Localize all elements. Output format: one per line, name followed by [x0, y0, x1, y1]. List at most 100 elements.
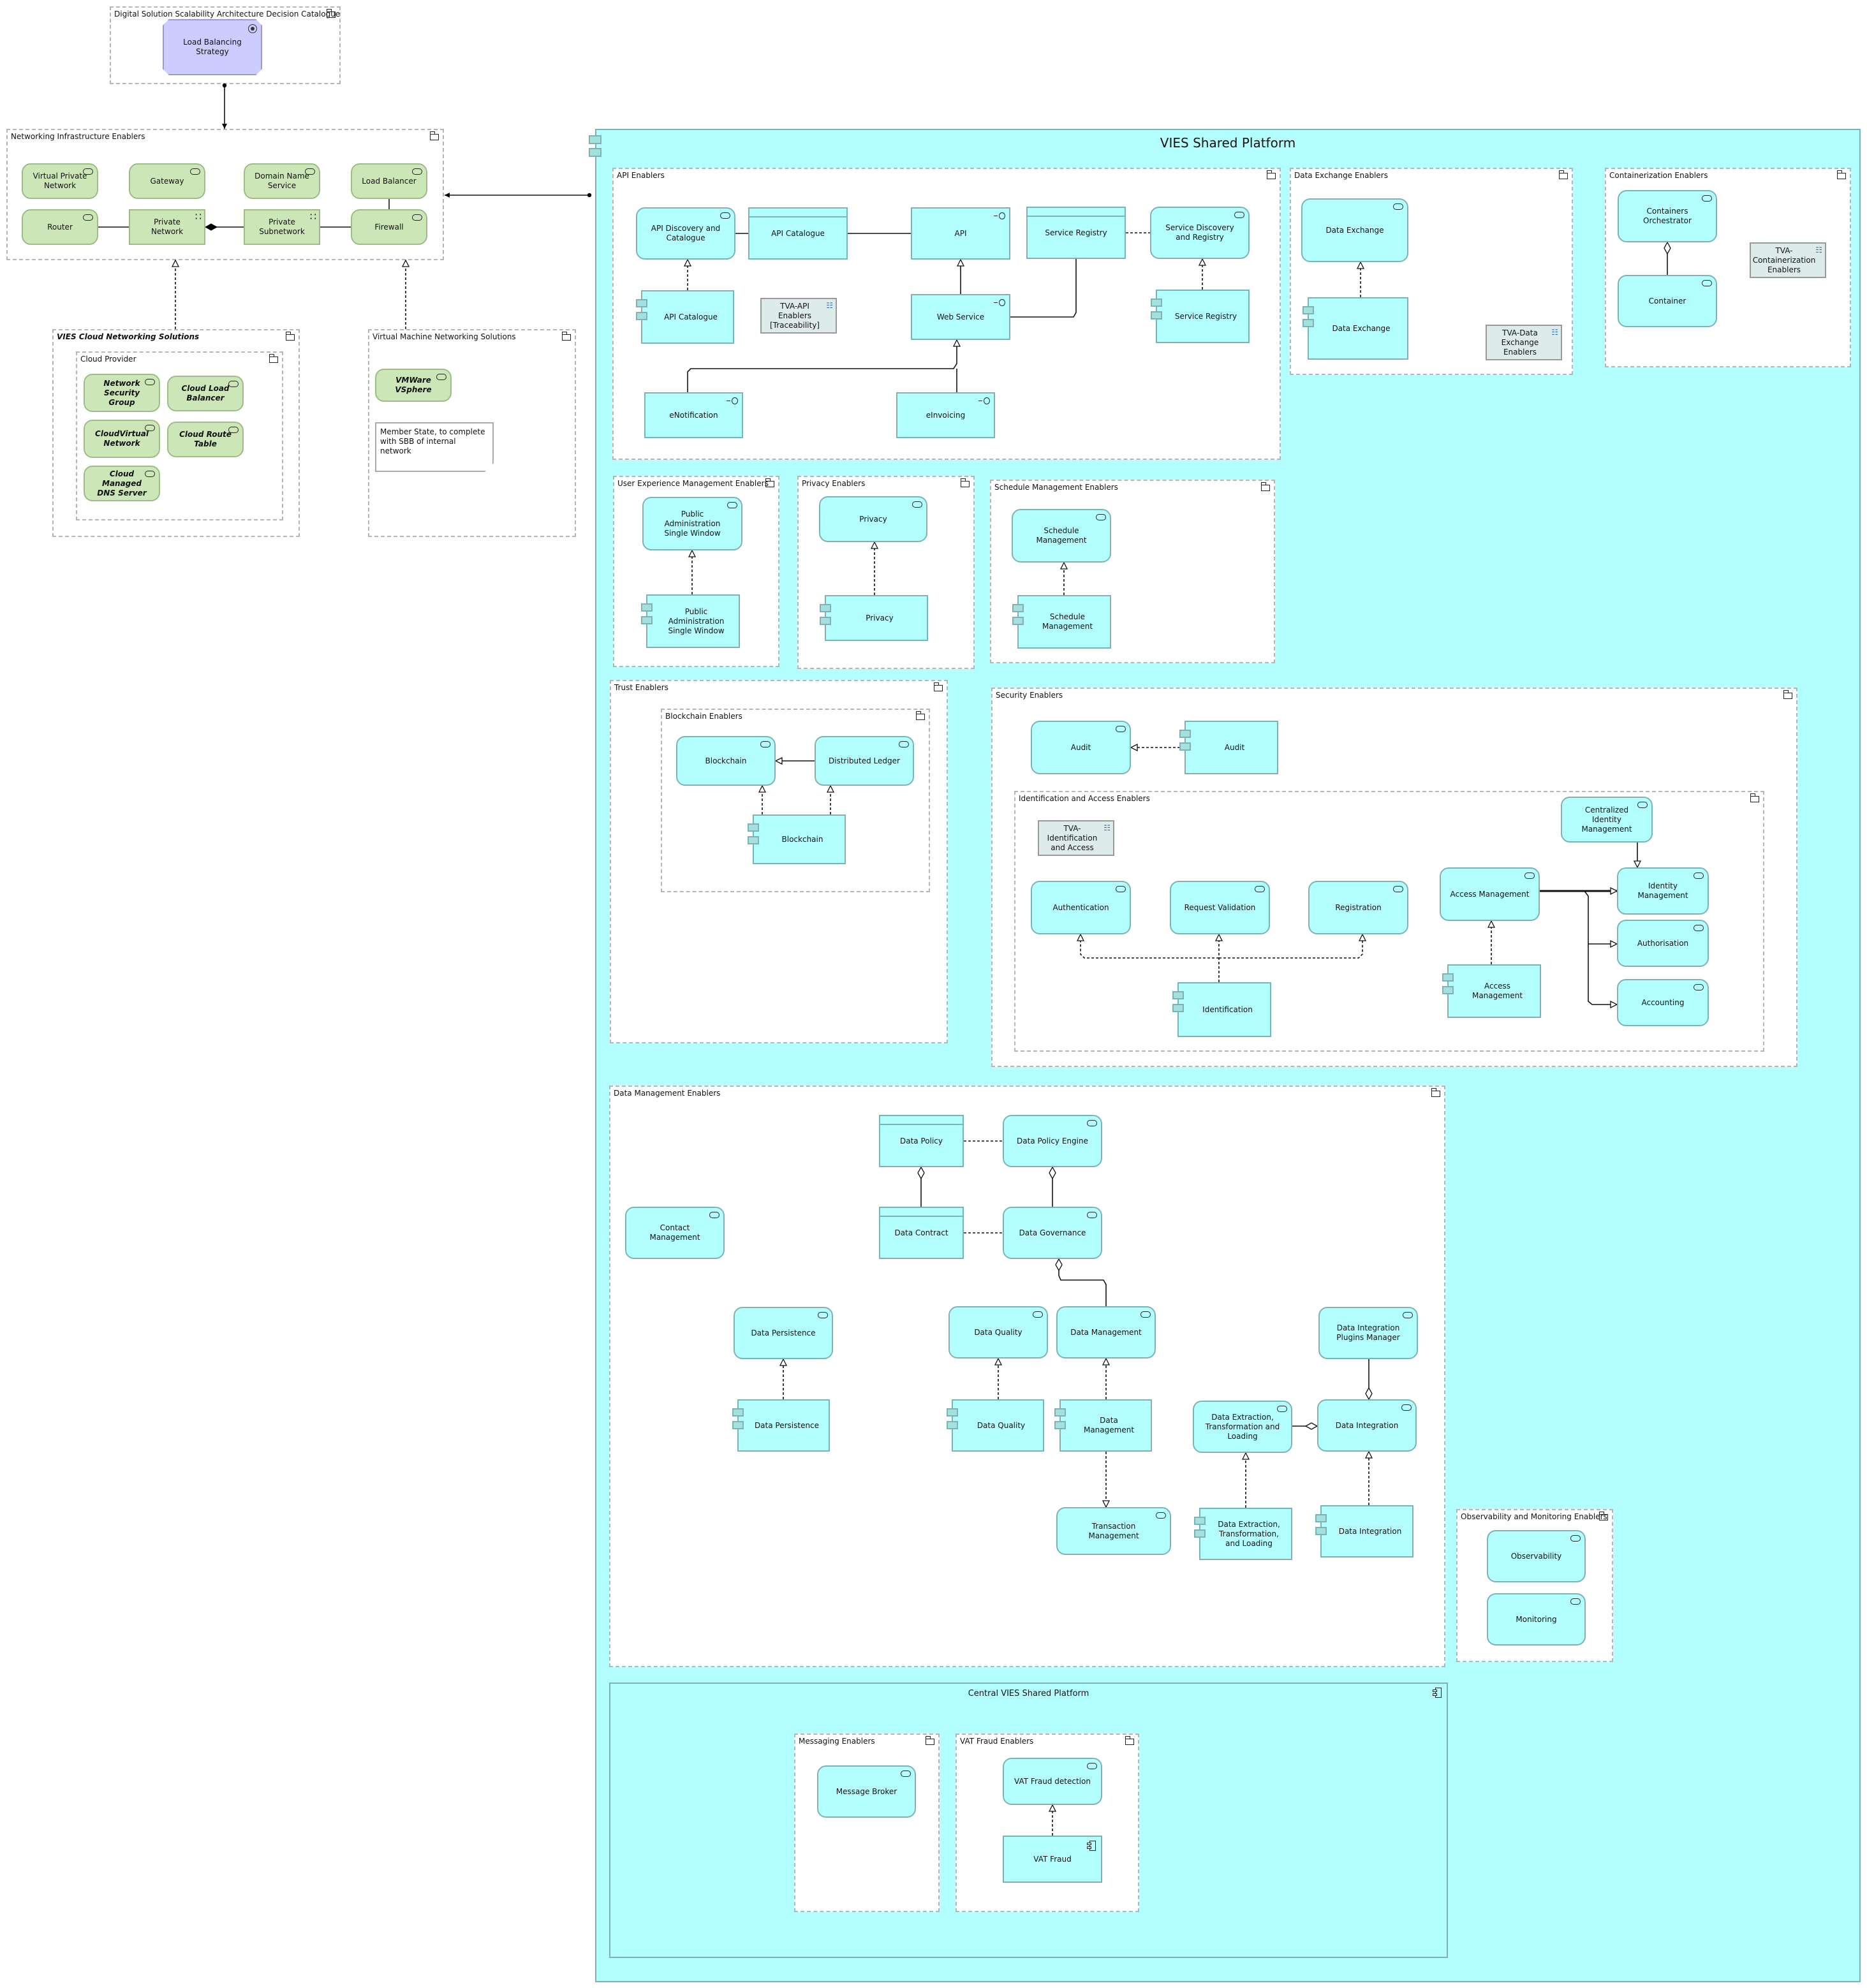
messaging-enablers-group[interactable]: Messaging Enablers [794, 1734, 940, 1912]
data-exchange-comp-element[interactable]: Data Exchange [1302, 297, 1408, 360]
data-integration-comp-element[interactable]: Data Integration [1315, 1505, 1413, 1557]
vmware-vsphere-element[interactable]: VMWare VSphere [375, 369, 452, 402]
blockchain-svc-element[interactable]: Blockchain [676, 736, 776, 786]
component-tab-icon [1179, 742, 1191, 751]
authentication-element[interactable]: Authentication [1031, 881, 1131, 934]
gateway-element[interactable]: Gateway [129, 163, 205, 199]
network-security-group-element[interactable]: Network Security Group [84, 374, 160, 412]
service-registry-comp-element[interactable]: Service Registry [1151, 290, 1250, 343]
container-element[interactable]: Container [1618, 275, 1717, 327]
domain-name-service-element[interactable]: Domain Name Service [244, 163, 320, 199]
data-management-svc-element[interactable]: Data Management [1056, 1306, 1156, 1358]
member-state-note-element[interactable]: Member State, to complete with SBB of in… [375, 422, 494, 472]
message-broker-element[interactable]: Message Broker [817, 1765, 916, 1818]
observability-element[interactable]: Observability [1487, 1530, 1586, 1582]
blockchain-comp-element[interactable]: Blockchain [748, 814, 846, 864]
monitoring-element[interactable]: Monitoring [1487, 1593, 1586, 1646]
tva-containerization-element[interactable]: TVA-Containerization Enablers☷ [1750, 242, 1826, 278]
cloudvirtual-network-element[interactable]: CloudVirtual Network [84, 420, 160, 458]
api-element[interactable]: API [911, 207, 1010, 260]
service-registry-data-element[interactable]: Service Registry [1026, 207, 1126, 259]
distributed-ledger-element[interactable]: Distributed Ledger [815, 736, 914, 786]
pasw-comp-element[interactable]: Public Administration Single Window [641, 594, 740, 648]
schedule-comp-element[interactable]: Schedule Management [1012, 595, 1111, 649]
einvoicing-element[interactable]: eInvoicing [896, 392, 995, 438]
tva-idaccess-element[interactable]: TVA-Identification and Access☷ [1038, 820, 1114, 856]
api-catalogue-comp-element[interactable]: API Catalogue [636, 290, 734, 344]
data-quality-comp-element[interactable]: Data Quality [947, 1399, 1044, 1452]
api-catalogue-data-element[interactable]: API Catalogue [748, 207, 848, 260]
data-management-comp-element[interactable]: Data Management [1054, 1399, 1152, 1452]
identity-mgmt-element[interactable]: Identity Management [1617, 867, 1709, 915]
group-label: Blockchain Enablers [665, 712, 742, 721]
router-element[interactable]: Router [22, 209, 98, 245]
component-icon [1433, 1688, 1442, 1698]
transaction-mgmt-element[interactable]: Transaction Management [1056, 1507, 1171, 1555]
vat-fraud-element[interactable]: VAT Fraud [1003, 1836, 1102, 1883]
containers-orchestrator-element[interactable]: Containers Orchestrator [1618, 190, 1717, 242]
firewall-element[interactable]: Firewall [351, 209, 427, 245]
access-mgmt-comp-element[interactable]: Access Management [1442, 964, 1541, 1018]
cloud-route-table-element[interactable]: Cloud Route Table [167, 422, 244, 457]
data-exchange-svc-element[interactable]: Data Exchange [1301, 198, 1408, 262]
accounting-element[interactable]: Accounting [1617, 979, 1709, 1026]
etl-svc-element[interactable]: Data Extraction, Transformation and Load… [1193, 1401, 1292, 1453]
data-integration-svc-element[interactable]: Data Integration [1317, 1399, 1417, 1452]
private-network-element[interactable]: Private Network∷ [129, 209, 205, 245]
element-label: Service Registry [1045, 228, 1107, 237]
private-subnetwork-element[interactable]: Private Subnetwork∷ [244, 209, 320, 245]
service-icon [899, 741, 909, 747]
cloud-managed-dns-element[interactable]: Cloud Managed DNS Server [84, 466, 160, 501]
authorisation-element[interactable]: Authorisation [1617, 920, 1709, 967]
data-governance-element[interactable]: Data Governance [1003, 1207, 1102, 1259]
tva-data-exchange-element[interactable]: TVA-Data Exchange Enablers☷ [1486, 325, 1562, 360]
element-label: Cloud Route Table [179, 430, 232, 448]
audit-svc-element[interactable]: Audit [1031, 721, 1131, 774]
audit-comp-element[interactable]: Audit [1179, 721, 1278, 774]
folder-icon [1750, 793, 1759, 802]
data-persistence-comp-element[interactable]: Data Persistence [732, 1399, 830, 1452]
folder-icon [1125, 1736, 1134, 1745]
virtual-private-network-element[interactable]: Virtual Private Network [22, 163, 98, 199]
data-persistence-svc-element[interactable]: Data Persistence [734, 1307, 833, 1359]
enotification-element[interactable]: eNotification [644, 392, 743, 438]
access-mgmt-svc-element[interactable]: Access Management [1440, 867, 1540, 921]
service-icon [145, 425, 155, 431]
registration-element[interactable]: Registration [1308, 881, 1408, 934]
vat-fraud-detection-element[interactable]: VAT Fraud detection [1003, 1758, 1102, 1805]
element-label: Data Management [1083, 1416, 1135, 1434]
element-label: Public Administration Single Window [664, 509, 721, 538]
api-discovery-catalogue-element[interactable]: API Discovery and Catalogue [636, 207, 735, 260]
load-balancer-element[interactable]: Load Balancer [351, 163, 427, 199]
centralized-identity-element[interactable]: Centralized Identity Management [1561, 797, 1653, 843]
service-icon [1393, 886, 1403, 892]
data-contract-element[interactable]: Data Contract [879, 1207, 964, 1259]
element-label: Web Service [936, 312, 985, 321]
data-integration-plugins-element[interactable]: Data Integration Plugins Manager [1318, 1307, 1418, 1359]
service-discovery-registry-element[interactable]: Service Discovery and Registry [1150, 207, 1250, 259]
element-label: Network Security Group [103, 378, 140, 407]
group-label: Privacy Enablers [802, 479, 866, 488]
load-balancing-strategy-element[interactable]: Load Balancing Strategy [163, 19, 262, 75]
data-policy-engine-element[interactable]: Data Policy Engine [1003, 1115, 1102, 1167]
element-label: Message Broker [836, 1786, 897, 1796]
contact-mgmt-element[interactable]: Contact Management [625, 1207, 725, 1259]
data-policy-element[interactable]: Data Policy [879, 1115, 964, 1167]
privacy-svc-element[interactable]: Privacy [819, 496, 927, 542]
cloud-load-balancer-element[interactable]: Cloud Load Balancer [167, 376, 244, 411]
etl-comp-element[interactable]: Data Extraction, Transformation, and Loa… [1194, 1508, 1292, 1560]
pasw-svc-element[interactable]: Public Administration Single Window [642, 497, 742, 550]
data-quality-svc-element[interactable]: Data Quality [948, 1306, 1048, 1358]
data-mgmt-enablers-group[interactable]: Data Management Enablers [609, 1086, 1445, 1667]
service-icon [83, 214, 93, 221]
web-service-element[interactable]: Web Service [911, 294, 1010, 340]
element-label: TVA-Containerization Enablers [1752, 246, 1816, 274]
element-label: eNotification [669, 410, 718, 420]
privacy-comp-element[interactable]: Privacy [820, 595, 928, 641]
component-tab-icon [1315, 1527, 1327, 1535]
identification-comp-element[interactable]: Identification [1172, 982, 1271, 1037]
component-tab-icon [732, 1408, 744, 1417]
request-validation-element[interactable]: Request Validation [1170, 881, 1270, 934]
schedule-svc-element[interactable]: Schedule Management [1012, 509, 1111, 563]
tva-api-element[interactable]: TVA-API Enablers [Traceability]☷ [760, 298, 837, 334]
